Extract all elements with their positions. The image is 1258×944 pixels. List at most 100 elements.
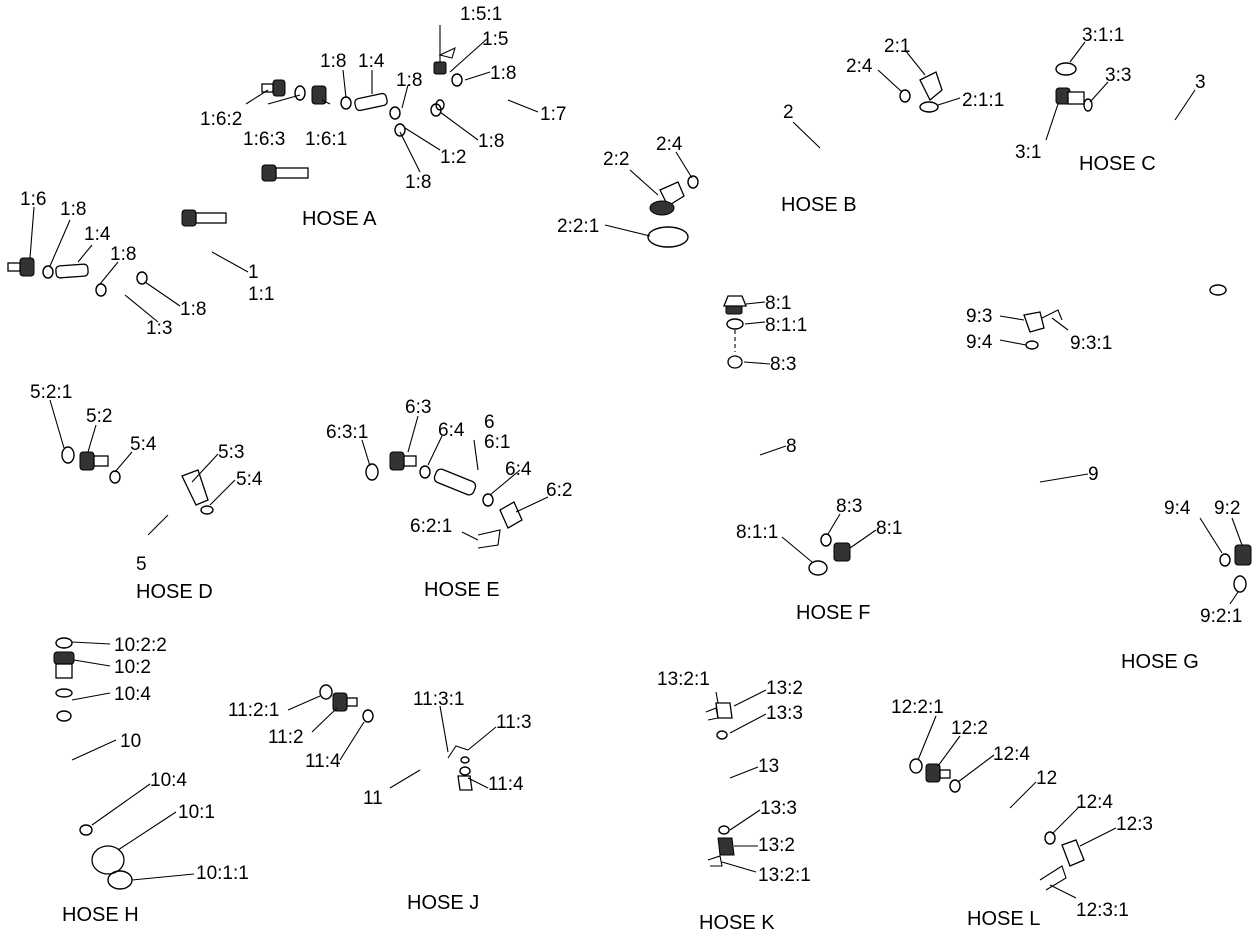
callout-label: 10 bbox=[120, 731, 141, 752]
callout-label: 12:2 bbox=[951, 718, 988, 739]
hose-d-callouts: 5:2:1 5:2 5:4 5:3 5:4 5 bbox=[30, 382, 263, 575]
hose-l-leaders bbox=[917, 715, 1117, 899]
callout-label: 13:3 bbox=[760, 798, 797, 819]
callout-label: 2:4 bbox=[846, 56, 873, 77]
callout-label: 6:2:1 bbox=[410, 516, 452, 537]
callout-label: 11:3:1 bbox=[413, 689, 464, 710]
callout-label: 2:1:1 bbox=[962, 90, 1004, 111]
hose-l-title: HOSE L bbox=[967, 908, 1040, 930]
callout-label: 5 bbox=[136, 554, 147, 575]
callout-label: 5:4 bbox=[236, 469, 263, 490]
callout-label: 12 bbox=[1036, 768, 1057, 789]
callout-label: 6:4 bbox=[438, 420, 465, 441]
callout-label: 13:3 bbox=[766, 703, 803, 724]
callout-label: 9:4 bbox=[966, 332, 993, 353]
callout-label: 2:2 bbox=[603, 149, 629, 170]
callout-label: 3:3 bbox=[1105, 65, 1131, 86]
callout-label: 1 bbox=[248, 262, 259, 283]
hose-j-callouts: 11:2:1 11:3:1 11:3 11:2 11:4 11:4 11 bbox=[228, 689, 532, 809]
hose-d-assembly: 5:2:1 5:2 5:4 5:3 5:4 5 HOSE D bbox=[30, 382, 263, 603]
callout-label: 10:2:2 bbox=[114, 635, 167, 656]
hose-l-callouts: 12:2:1 12:2 12:4 12 12:4 12:3 12:3:1 bbox=[891, 697, 1153, 921]
hose-b-leaders bbox=[604, 49, 961, 237]
callout-label: 8:3 bbox=[836, 496, 862, 517]
callout-label: 1:8 bbox=[478, 131, 504, 152]
callout-label: 2:2:1 bbox=[557, 216, 599, 237]
callout-label: 10:1 bbox=[178, 802, 215, 823]
callout-label: 13:2:1 bbox=[657, 669, 710, 690]
hose-k-callouts: 13:2:1 13:2 13:3 13 13:3 13:2 13:2:1 bbox=[657, 669, 811, 886]
callout-label: 1:8 bbox=[396, 70, 422, 91]
callout-label: 10:1:1 bbox=[196, 863, 249, 884]
callout-label: 9:2 bbox=[1214, 498, 1240, 519]
callout-label: 12:4 bbox=[993, 744, 1030, 765]
callout-label: 5:4 bbox=[130, 434, 157, 455]
callout-label: 9:4 bbox=[1164, 498, 1191, 519]
callout-label: 12:4 bbox=[1076, 792, 1113, 813]
hose-f-callouts: 8:1 8:1:1 8:3 8 8:3 8:1:1 8:1 bbox=[736, 293, 902, 543]
callout-label: 6:1 bbox=[484, 432, 510, 453]
hose-c-leaders bbox=[1045, 41, 1196, 141]
hose-d-leaders bbox=[49, 399, 236, 536]
callout-label: 11:2 bbox=[268, 727, 304, 748]
callout-label: 1:6:2 bbox=[200, 109, 242, 130]
hose-a-fittings bbox=[7, 46, 463, 297]
callout-label: 2:1 bbox=[884, 36, 910, 57]
hose-f-assembly: 8:1 8:1:1 8:3 8 8:3 8:1:1 8:1 HOSE F bbox=[723, 293, 902, 624]
callout-label: 8:1 bbox=[765, 293, 791, 314]
callout-label: 8:1:1 bbox=[736, 522, 778, 543]
hose-g-assembly: 9:3 9:4 9:3:1 9 9:4 9:2 9:2:1 HOSE G bbox=[966, 306, 1252, 673]
callout-label: 1:8 bbox=[60, 199, 86, 220]
callout-label: 3 bbox=[1195, 72, 1206, 93]
hose-a-leaders bbox=[29, 25, 539, 323]
callout-label: 9:3:1 bbox=[1070, 333, 1112, 354]
callout-label: 12:2:1 bbox=[891, 697, 944, 718]
callout-label: 8 bbox=[786, 436, 797, 457]
callout-label: 13:2 bbox=[758, 835, 795, 856]
callout-label: 8:1:1 bbox=[765, 315, 807, 336]
hose-k-title: HOSE K bbox=[699, 912, 775, 934]
callout-label: 8:3 bbox=[770, 354, 796, 375]
hose-a-title: HOSE A bbox=[302, 208, 377, 230]
callout-label: 11:2:1 bbox=[228, 700, 279, 721]
callout-label: 1:8 bbox=[110, 244, 136, 265]
hose-g-leaders bbox=[999, 315, 1243, 605]
hose-j-assembly: 11:2:1 11:3:1 11:3 11:2 11:4 11:4 11 HOS… bbox=[228, 684, 532, 914]
callout-label: 5:2:1 bbox=[30, 382, 72, 403]
callout-label: 1:4 bbox=[358, 51, 385, 72]
hose-j-title: HOSE J bbox=[407, 892, 479, 914]
callout-label: 1:8 bbox=[320, 51, 346, 72]
hose-l-assembly: 12:2:1 12:2 12:4 12 12:4 12:3 12:3:1 HOS… bbox=[891, 697, 1153, 930]
callout-label: 12:3:1 bbox=[1076, 900, 1129, 921]
callout-label: 1:3 bbox=[146, 318, 172, 339]
callout-label: 10:4 bbox=[114, 684, 151, 705]
callout-label: 6:3:1 bbox=[326, 422, 368, 443]
callout-label: 10:2 bbox=[114, 657, 151, 678]
hose-g-callouts: 9:3 9:4 9:3:1 9 9:4 9:2 9:2:1 bbox=[966, 306, 1242, 627]
callout-label: 6:2 bbox=[546, 480, 572, 501]
callout-label: 12:3 bbox=[1116, 814, 1153, 835]
hose-a-assembly: 1:5:1 1:5 1:8 1:8 1:4 1:8 1:7 1:6:2 1:6:… bbox=[7, 4, 566, 339]
callout-label: 1:4 bbox=[84, 224, 111, 245]
callout-label: 11:4 bbox=[305, 751, 341, 772]
hose-f-leaders bbox=[743, 301, 877, 563]
callout-label: 6:3 bbox=[405, 397, 431, 418]
hose-g-title: HOSE G bbox=[1121, 651, 1199, 673]
hose-c-callouts: 3:1:1 3:3 3 3:1 bbox=[1015, 25, 1206, 163]
hose-h-callouts: 10:2:2 10:2 10:4 10 10:4 10:1 10:1:1 bbox=[114, 635, 249, 884]
callout-label: 10:4 bbox=[150, 770, 187, 791]
callout-label: 1:5 bbox=[482, 29, 508, 50]
hose-h-leaders bbox=[71, 641, 195, 881]
hose-b-callouts: 2:1 2:4 2:1:1 2 2:4 2:2 2:2:1 bbox=[557, 36, 1004, 237]
hose-e-assembly: 6:3 6 6:3:1 6:4 6:1 6:4 6:2 6:2:1 HOSE E bbox=[326, 397, 572, 601]
callout-label: 13 bbox=[758, 756, 779, 777]
callout-label: 1:6:3 bbox=[243, 129, 285, 150]
callout-label: 3:1 bbox=[1015, 142, 1041, 163]
hose-a-callouts: 1:5:1 1:5 1:8 1:8 1:4 1:8 1:7 1:6:2 1:6:… bbox=[20, 4, 566, 339]
callout-label: 1:5:1 bbox=[460, 4, 502, 25]
callout-label: 13:2:1 bbox=[758, 865, 811, 886]
hose-k-assembly: 13:2:1 13:2 13:3 13 13:3 13:2 13:2:1 HOS… bbox=[657, 669, 811, 934]
hose-e-callouts: 6:3 6 6:3:1 6:4 6:1 6:4 6:2 6:2:1 bbox=[326, 397, 572, 537]
callout-label: 2 bbox=[783, 102, 794, 123]
